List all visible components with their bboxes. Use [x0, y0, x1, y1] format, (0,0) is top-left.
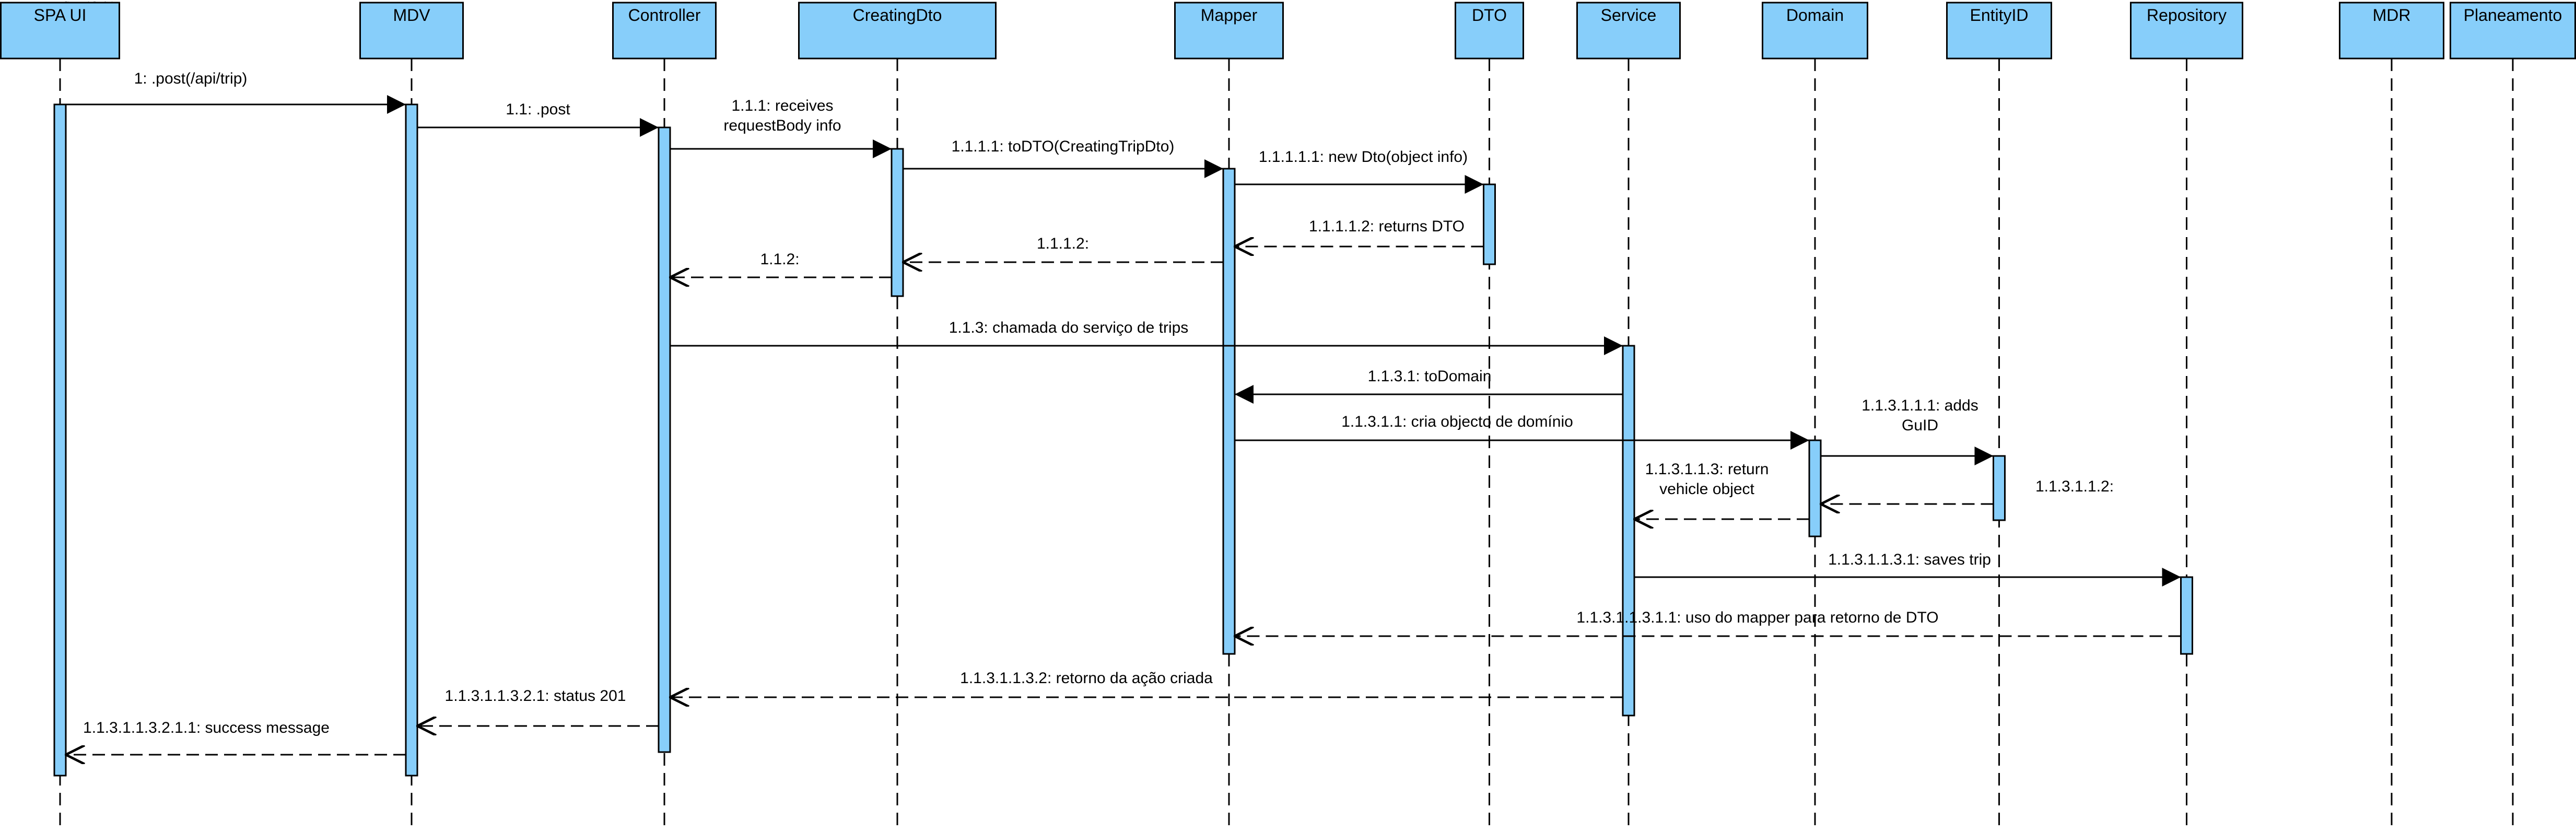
participant-box [612, 2, 717, 60]
message-10[interactable]: 1.1.3.1: toDomain [1235, 368, 1623, 404]
message-label: 1.1.1.2: [1037, 235, 1089, 252]
participant-label: Repository [2147, 6, 2227, 25]
message-label: requestBody info [723, 117, 841, 134]
message-7[interactable]: 1.1.1.2: [903, 235, 1223, 262]
message-label: 1.1.1: receives [731, 97, 833, 114]
participant-box [798, 2, 997, 60]
message-9[interactable]: 1.1.3: chamada do serviço de trips [670, 319, 1623, 355]
message-label: 1.1.3.1: toDomain [1368, 368, 1492, 385]
activation-bar-domain [1808, 439, 1822, 537]
message-6[interactable]: 1.1.1.1.2: returns DTO [1235, 218, 1484, 247]
participant-label: CreatingDto [853, 6, 942, 25]
activation-bar-mdv [405, 103, 418, 777]
participant-box [359, 2, 464, 60]
participant-box [1455, 2, 1524, 60]
message-label: 1.1.3.1.1: cria objecto de domínio [1341, 413, 1573, 430]
message-label: 1.1.3.1.1.2: [2035, 478, 2114, 495]
activation-bar-entityid [1993, 455, 2006, 521]
message-17[interactable]: 1.1.3.1.1.3.2: retorno da ação criada [670, 670, 1623, 697]
participant-repository[interactable]: Repository [2130, 2, 2243, 60]
activation-bar-mapper [1222, 168, 1236, 655]
message-11[interactable]: 1.1.3.1.1: cria objecto de domínio [1235, 413, 1809, 450]
activation-bar-spa [53, 103, 67, 777]
message-label: 1.1.3: chamada do serviço de trips [949, 319, 1189, 336]
message-label: 1.1.1.1.1: new Dto(object info) [1259, 148, 1468, 166]
participant-controller[interactable]: Controller [612, 2, 717, 60]
activation-bar-service [1622, 345, 1635, 717]
participant-box [1762, 2, 1868, 60]
message-label: 1.1.3.1.1.3.2.1.1: success message [83, 719, 330, 736]
participant-mdv[interactable]: MDV [359, 2, 464, 60]
participant-mapper[interactable]: Mapper [1174, 2, 1284, 60]
activation-bar-creatingdto [891, 148, 904, 297]
message-19[interactable]: 1.1.3.1.1.3.2.1.1: success message [66, 719, 406, 755]
message-15[interactable]: 1.1.3.1.1.3.1: saves trip [1634, 551, 2181, 587]
activation-bar-repository [2180, 576, 2193, 655]
message-label: 1: .post(/api/trip) [134, 70, 248, 87]
participant-box [2339, 2, 2444, 60]
message-13[interactable]: 1.1.3.1.1.2: [1821, 478, 2114, 504]
participant-box [0, 2, 120, 60]
message-label: 1.1.3.1.1.3: return [1645, 461, 1769, 478]
message-label: 1.1.2: [760, 251, 799, 268]
participant-label: MDV [393, 6, 430, 25]
activation-bars [53, 103, 2193, 777]
activation-bar-controller [658, 126, 671, 753]
messages: 1: .post(/api/trip) 1.1: .post 1.1.1: rece… [66, 70, 2181, 755]
activation-bar-dto [1483, 183, 1496, 265]
participant-box [2450, 2, 2576, 60]
message-label: 1.1.3.1.1.1: adds [1861, 397, 1978, 414]
participant-spa[interactable]: SPA UI [0, 2, 120, 60]
participant-box [2130, 2, 2243, 60]
message-label: 1.1.3.1.1.3.1: saves trip [1828, 551, 1991, 568]
message-5[interactable]: 1.1.1.1.1: new Dto(object info) [1235, 148, 1484, 194]
participant-domain[interactable]: Domain [1762, 2, 1868, 60]
message-label: 1.1.1.1.2: returns DTO [1309, 218, 1465, 235]
participant-service[interactable]: Service [1576, 2, 1681, 60]
message-16[interactable]: 1.1.3.1.1.3.1.1: uso do mapper para reto… [1235, 609, 2181, 636]
participant-box [1174, 2, 1284, 60]
message-label: 1.1.3.1.1.3.1.1: uso do mapper para reto… [1576, 609, 1938, 626]
participant-planeamento[interactable]: Planeamento [2450, 2, 2576, 60]
participant-creatingdto[interactable]: CreatingDto [798, 2, 997, 60]
participant-entityid[interactable]: EntityID [1946, 2, 2052, 60]
message-label: 1.1: .post [506, 101, 570, 118]
message-4[interactable]: 1.1.1.1: toDTO(CreatingTripDto) [903, 138, 1223, 178]
message-label: 1.1.3.1.1.3.2: retorno da ação criada [960, 670, 1213, 687]
participant-label: SPA UI [34, 6, 87, 25]
message-1[interactable]: 1: .post(/api/trip) [66, 70, 406, 114]
participant-box [1576, 2, 1681, 60]
message-14[interactable]: 1.1.3.1.1.3: return vehicle object [1634, 461, 1809, 519]
participant-box [1946, 2, 2052, 60]
message-18[interactable]: 1.1.3.1.1.3.2.1: status 201 [417, 687, 659, 726]
message-label: GuID [1902, 417, 1938, 434]
participant-label: Domain [1786, 6, 1844, 25]
lifelines [59, 58, 2514, 832]
participant-label: Service [1601, 6, 1657, 25]
participant-label: Controller [628, 6, 701, 25]
participant-label: EntityID [1970, 6, 2028, 25]
message-label: 1.1.1.1: toDTO(CreatingTripDto) [952, 138, 1175, 155]
participant-label: DTO [1472, 6, 1507, 25]
message-label: 1.1.3.1.1.3.2.1: status 201 [445, 687, 626, 705]
message-2[interactable]: 1.1: .post [417, 101, 659, 137]
participant-label: Mapper [1201, 6, 1258, 25]
participant-dto[interactable]: DTO [1455, 2, 1524, 60]
participant-label: Planeamento [2464, 6, 2562, 25]
participant-label: MDR [2373, 6, 2411, 25]
message-8[interactable]: 1.1.2: [670, 251, 892, 277]
participants: SPA UI MDV Controller CreatingDto Mapper DTO S… [0, 2, 2576, 60]
message-3[interactable]: 1.1.1: receives requestBody info [670, 97, 892, 158]
participant-mdr[interactable]: MDR [2339, 2, 2444, 60]
message-label: vehicle object [1659, 481, 1754, 498]
